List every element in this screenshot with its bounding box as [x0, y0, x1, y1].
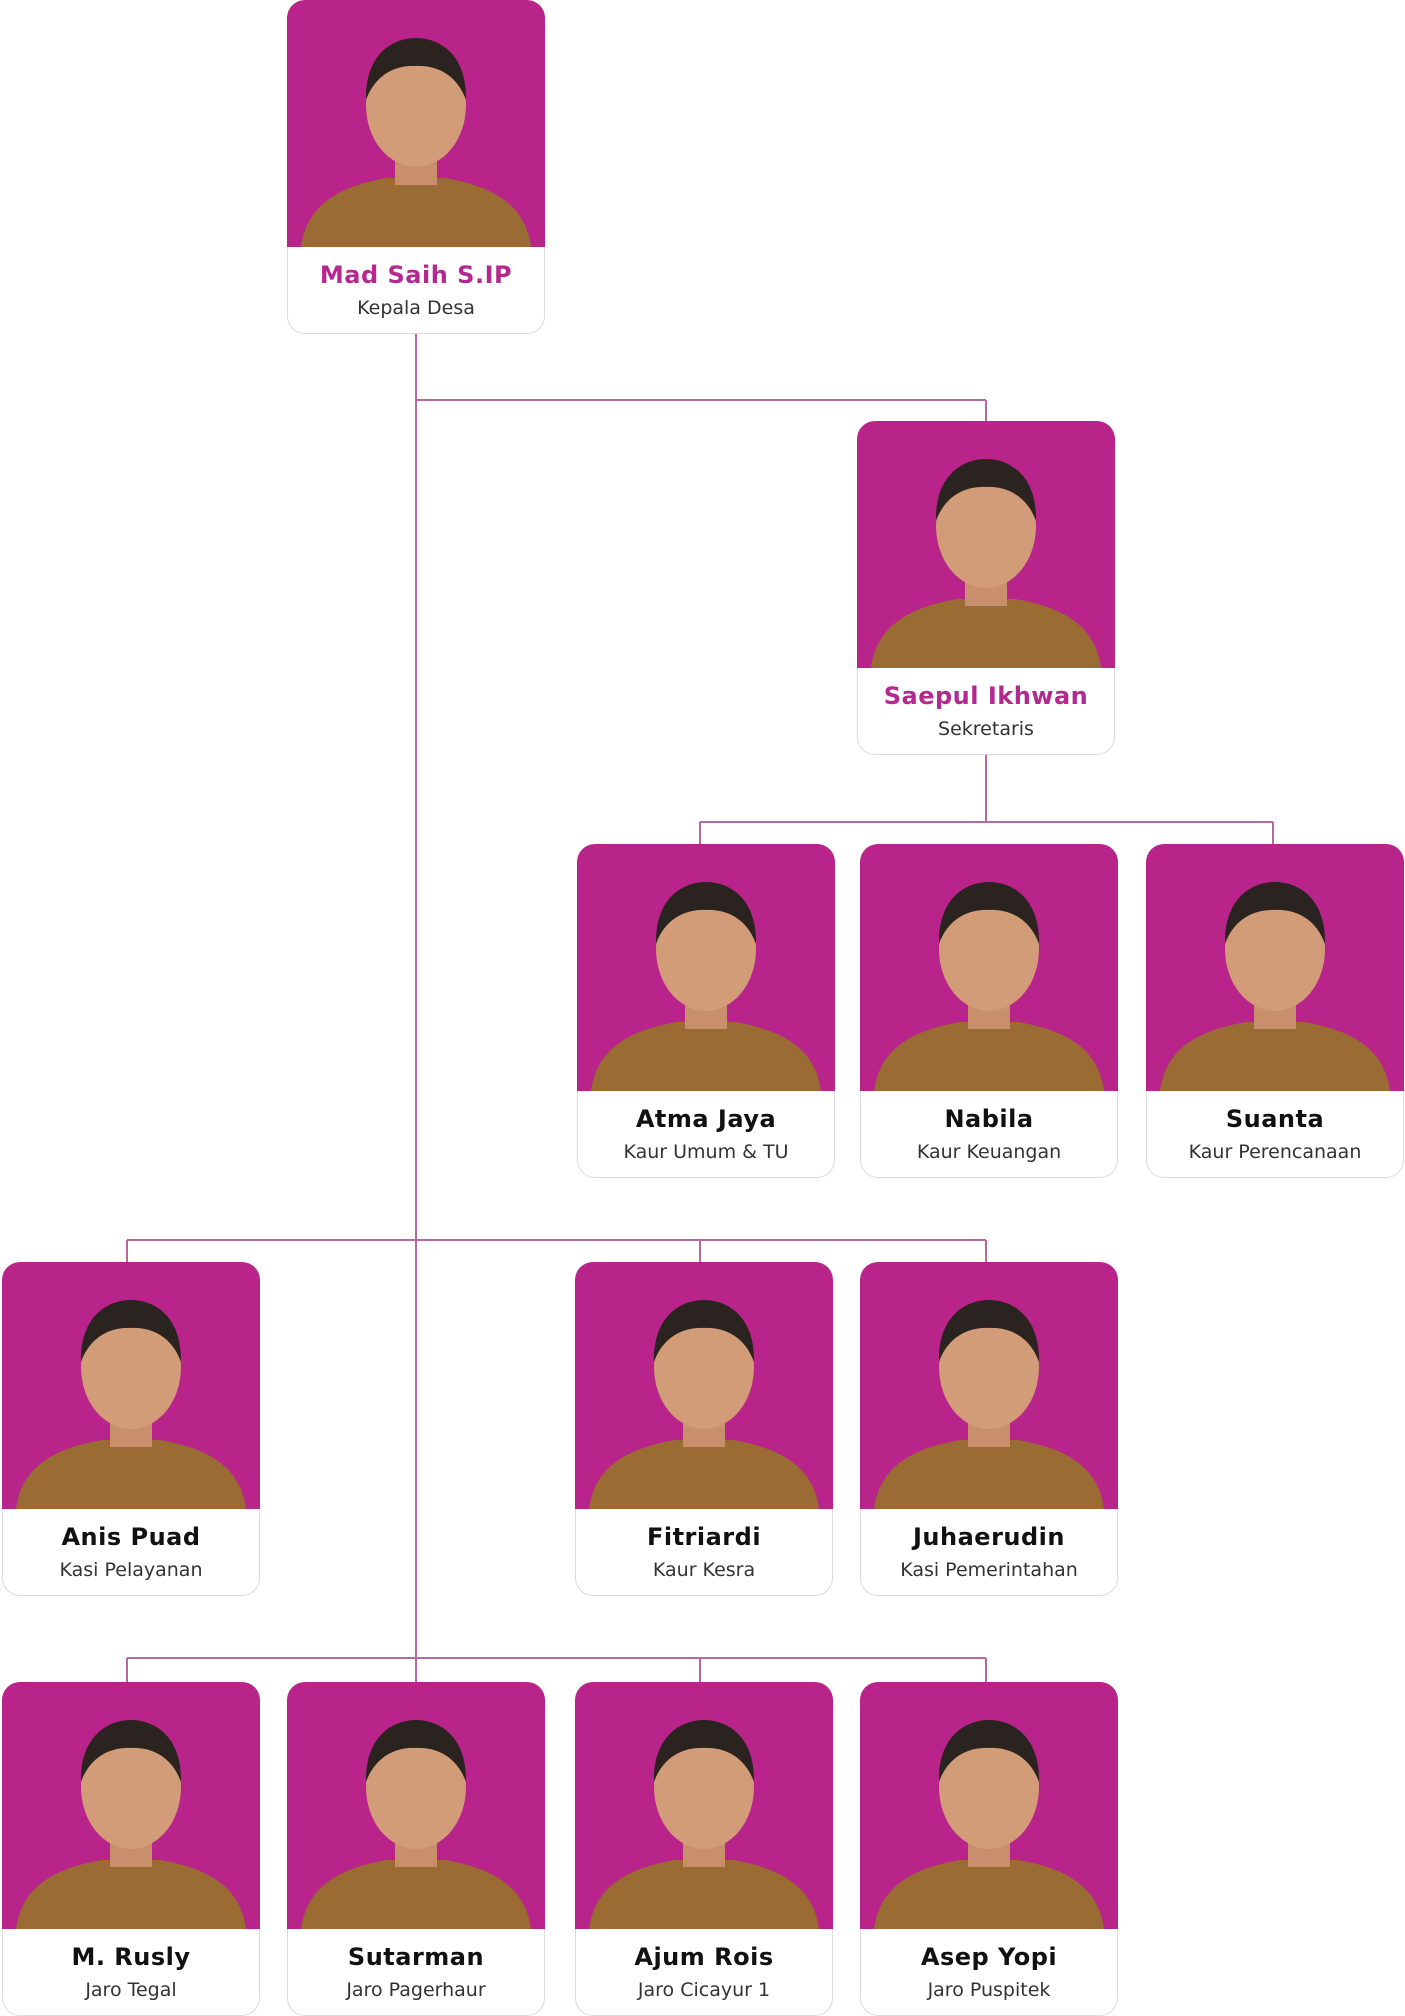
- member-photo: [860, 1682, 1118, 1929]
- member-photo: [287, 1682, 545, 1929]
- member-caption: Ajum Rois Jaro Cicayur 1: [575, 1929, 833, 2016]
- portrait-icon: [301, 38, 531, 247]
- member-role: Kaur Keuangan: [916, 1141, 1062, 1163]
- member-photo: [287, 0, 545, 247]
- member-card-kaur-kesra: Fitriardi Kaur Kesra: [575, 1262, 833, 1596]
- portrait-icon: [1160, 882, 1390, 1091]
- member-photo: [577, 844, 835, 1091]
- member-name: Saepul Ikhwan: [883, 682, 1089, 710]
- member-card-kaur-perencanaan: Suanta Kaur Perencanaan: [1146, 844, 1404, 1178]
- member-caption: Mad Saih S.IP Kepala Desa: [287, 247, 545, 334]
- member-role: Jaro Cicayur 1: [637, 1979, 771, 2001]
- member-role: Sekretaris: [938, 718, 1034, 740]
- member-photo: [860, 844, 1118, 1091]
- member-role: Kepala Desa: [357, 297, 475, 319]
- member-card-sekretaris: Saepul Ikhwan Sekretaris: [857, 421, 1115, 755]
- member-card-jaro-puspitek: Asep Yopi Jaro Puspitek: [860, 1682, 1118, 2016]
- member-name: Asep Yopi: [920, 1943, 1058, 1971]
- member-photo: [860, 1262, 1118, 1509]
- portrait-icon: [589, 1720, 819, 1929]
- member-photo: [1146, 844, 1404, 1091]
- portrait-icon: [874, 1720, 1104, 1929]
- member-name: Sutarman: [347, 1943, 485, 1971]
- member-role: Kaur Perencanaan: [1188, 1141, 1362, 1163]
- member-role: Jaro Puspitek: [927, 1979, 1051, 2001]
- member-card-kaur-umum: Atma Jaya Kaur Umum & TU: [577, 844, 835, 1178]
- member-photo: [2, 1682, 260, 1929]
- member-caption: Asep Yopi Jaro Puspitek: [860, 1929, 1118, 2016]
- member-photo: [857, 421, 1115, 668]
- member-role: Kaur Kesra: [652, 1559, 756, 1581]
- member-caption: M. Rusly Jaro Tegal: [2, 1929, 260, 2016]
- member-name: Atma Jaya: [635, 1105, 777, 1133]
- portrait-icon: [874, 882, 1104, 1091]
- portrait-icon: [16, 1300, 246, 1509]
- member-photo: [575, 1262, 833, 1509]
- member-caption: Juhaerudin Kasi Pemerintahan: [860, 1509, 1118, 1596]
- member-caption: Sutarman Jaro Pagerhaur: [287, 1929, 545, 2016]
- member-role: Jaro Tegal: [85, 1979, 177, 2001]
- member-role: Jaro Pagerhaur: [346, 1979, 486, 2001]
- member-name: Anis Puad: [61, 1523, 201, 1551]
- member-caption: Anis Puad Kasi Pelayanan: [2, 1509, 260, 1596]
- member-name: Suanta: [1225, 1105, 1325, 1133]
- member-card-jaro-cicayur: Ajum Rois Jaro Cicayur 1: [575, 1682, 833, 2016]
- portrait-icon: [16, 1720, 246, 1929]
- member-card-kasi-pelayanan: Anis Puad Kasi Pelayanan: [2, 1262, 260, 1596]
- member-card-kaur-keuangan: Nabila Kaur Keuangan: [860, 844, 1118, 1178]
- member-caption: Suanta Kaur Perencanaan: [1146, 1091, 1404, 1178]
- member-caption: Saepul Ikhwan Sekretaris: [857, 668, 1115, 755]
- portrait-icon: [591, 882, 821, 1091]
- member-name: Ajum Rois: [634, 1943, 774, 1971]
- member-role: Kasi Pelayanan: [59, 1559, 203, 1581]
- member-caption: Nabila Kaur Keuangan: [860, 1091, 1118, 1178]
- member-card-kepala-desa: Mad Saih S.IP Kepala Desa: [287, 0, 545, 334]
- member-card-jaro-tegal: M. Rusly Jaro Tegal: [2, 1682, 260, 2016]
- portrait-icon: [589, 1300, 819, 1509]
- member-card-jaro-pagerhaur: Sutarman Jaro Pagerhaur: [287, 1682, 545, 2016]
- portrait-icon: [301, 1720, 531, 1929]
- member-caption: Fitriardi Kaur Kesra: [575, 1509, 833, 1596]
- portrait-icon: [871, 459, 1101, 668]
- member-name: M. Rusly: [71, 1943, 191, 1971]
- member-photo: [575, 1682, 833, 1929]
- member-name: Juhaerudin: [913, 1523, 1065, 1551]
- member-role: Kaur Umum & TU: [623, 1141, 789, 1163]
- member-name: Nabila: [944, 1105, 1034, 1133]
- member-photo: [2, 1262, 260, 1509]
- member-card-kasi-pemerintahan: Juhaerudin Kasi Pemerintahan: [860, 1262, 1118, 1596]
- member-name: Mad Saih S.IP: [319, 261, 513, 289]
- member-name: Fitriardi: [646, 1523, 762, 1551]
- member-role: Kasi Pemerintahan: [900, 1559, 1078, 1581]
- portrait-icon: [874, 1300, 1104, 1509]
- member-caption: Atma Jaya Kaur Umum & TU: [577, 1091, 835, 1178]
